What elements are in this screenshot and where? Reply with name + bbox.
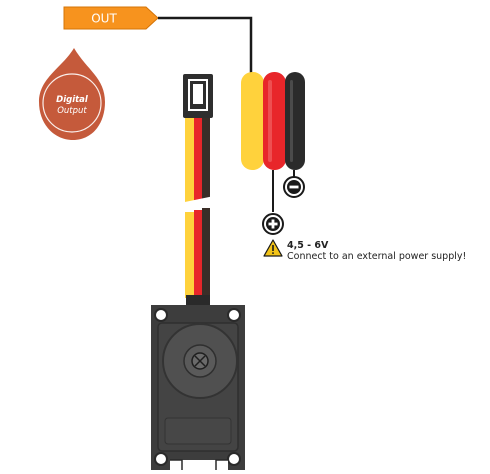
badge-line1: Digital bbox=[56, 95, 89, 105]
signal-wire bbox=[158, 16, 253, 74]
power-connector bbox=[241, 72, 305, 170]
servo-body bbox=[151, 305, 245, 474]
servo-plug bbox=[183, 74, 213, 118]
plus-circle-icon bbox=[262, 213, 284, 235]
digital-output-badge: Digital Output bbox=[39, 48, 105, 140]
power-supply-note: Connect to an external power supply! bbox=[287, 251, 467, 262]
cable-strain-relief bbox=[186, 295, 210, 307]
out-tag-label: OUT bbox=[91, 12, 117, 26]
minus-circle-icon bbox=[283, 176, 305, 198]
out-tag: OUT bbox=[63, 6, 159, 30]
warning-triangle-icon bbox=[263, 239, 283, 257]
voltage-label: 4,5 - 6V bbox=[287, 240, 329, 251]
badge-line2: Output bbox=[57, 106, 87, 116]
servo-cable bbox=[180, 117, 214, 298]
